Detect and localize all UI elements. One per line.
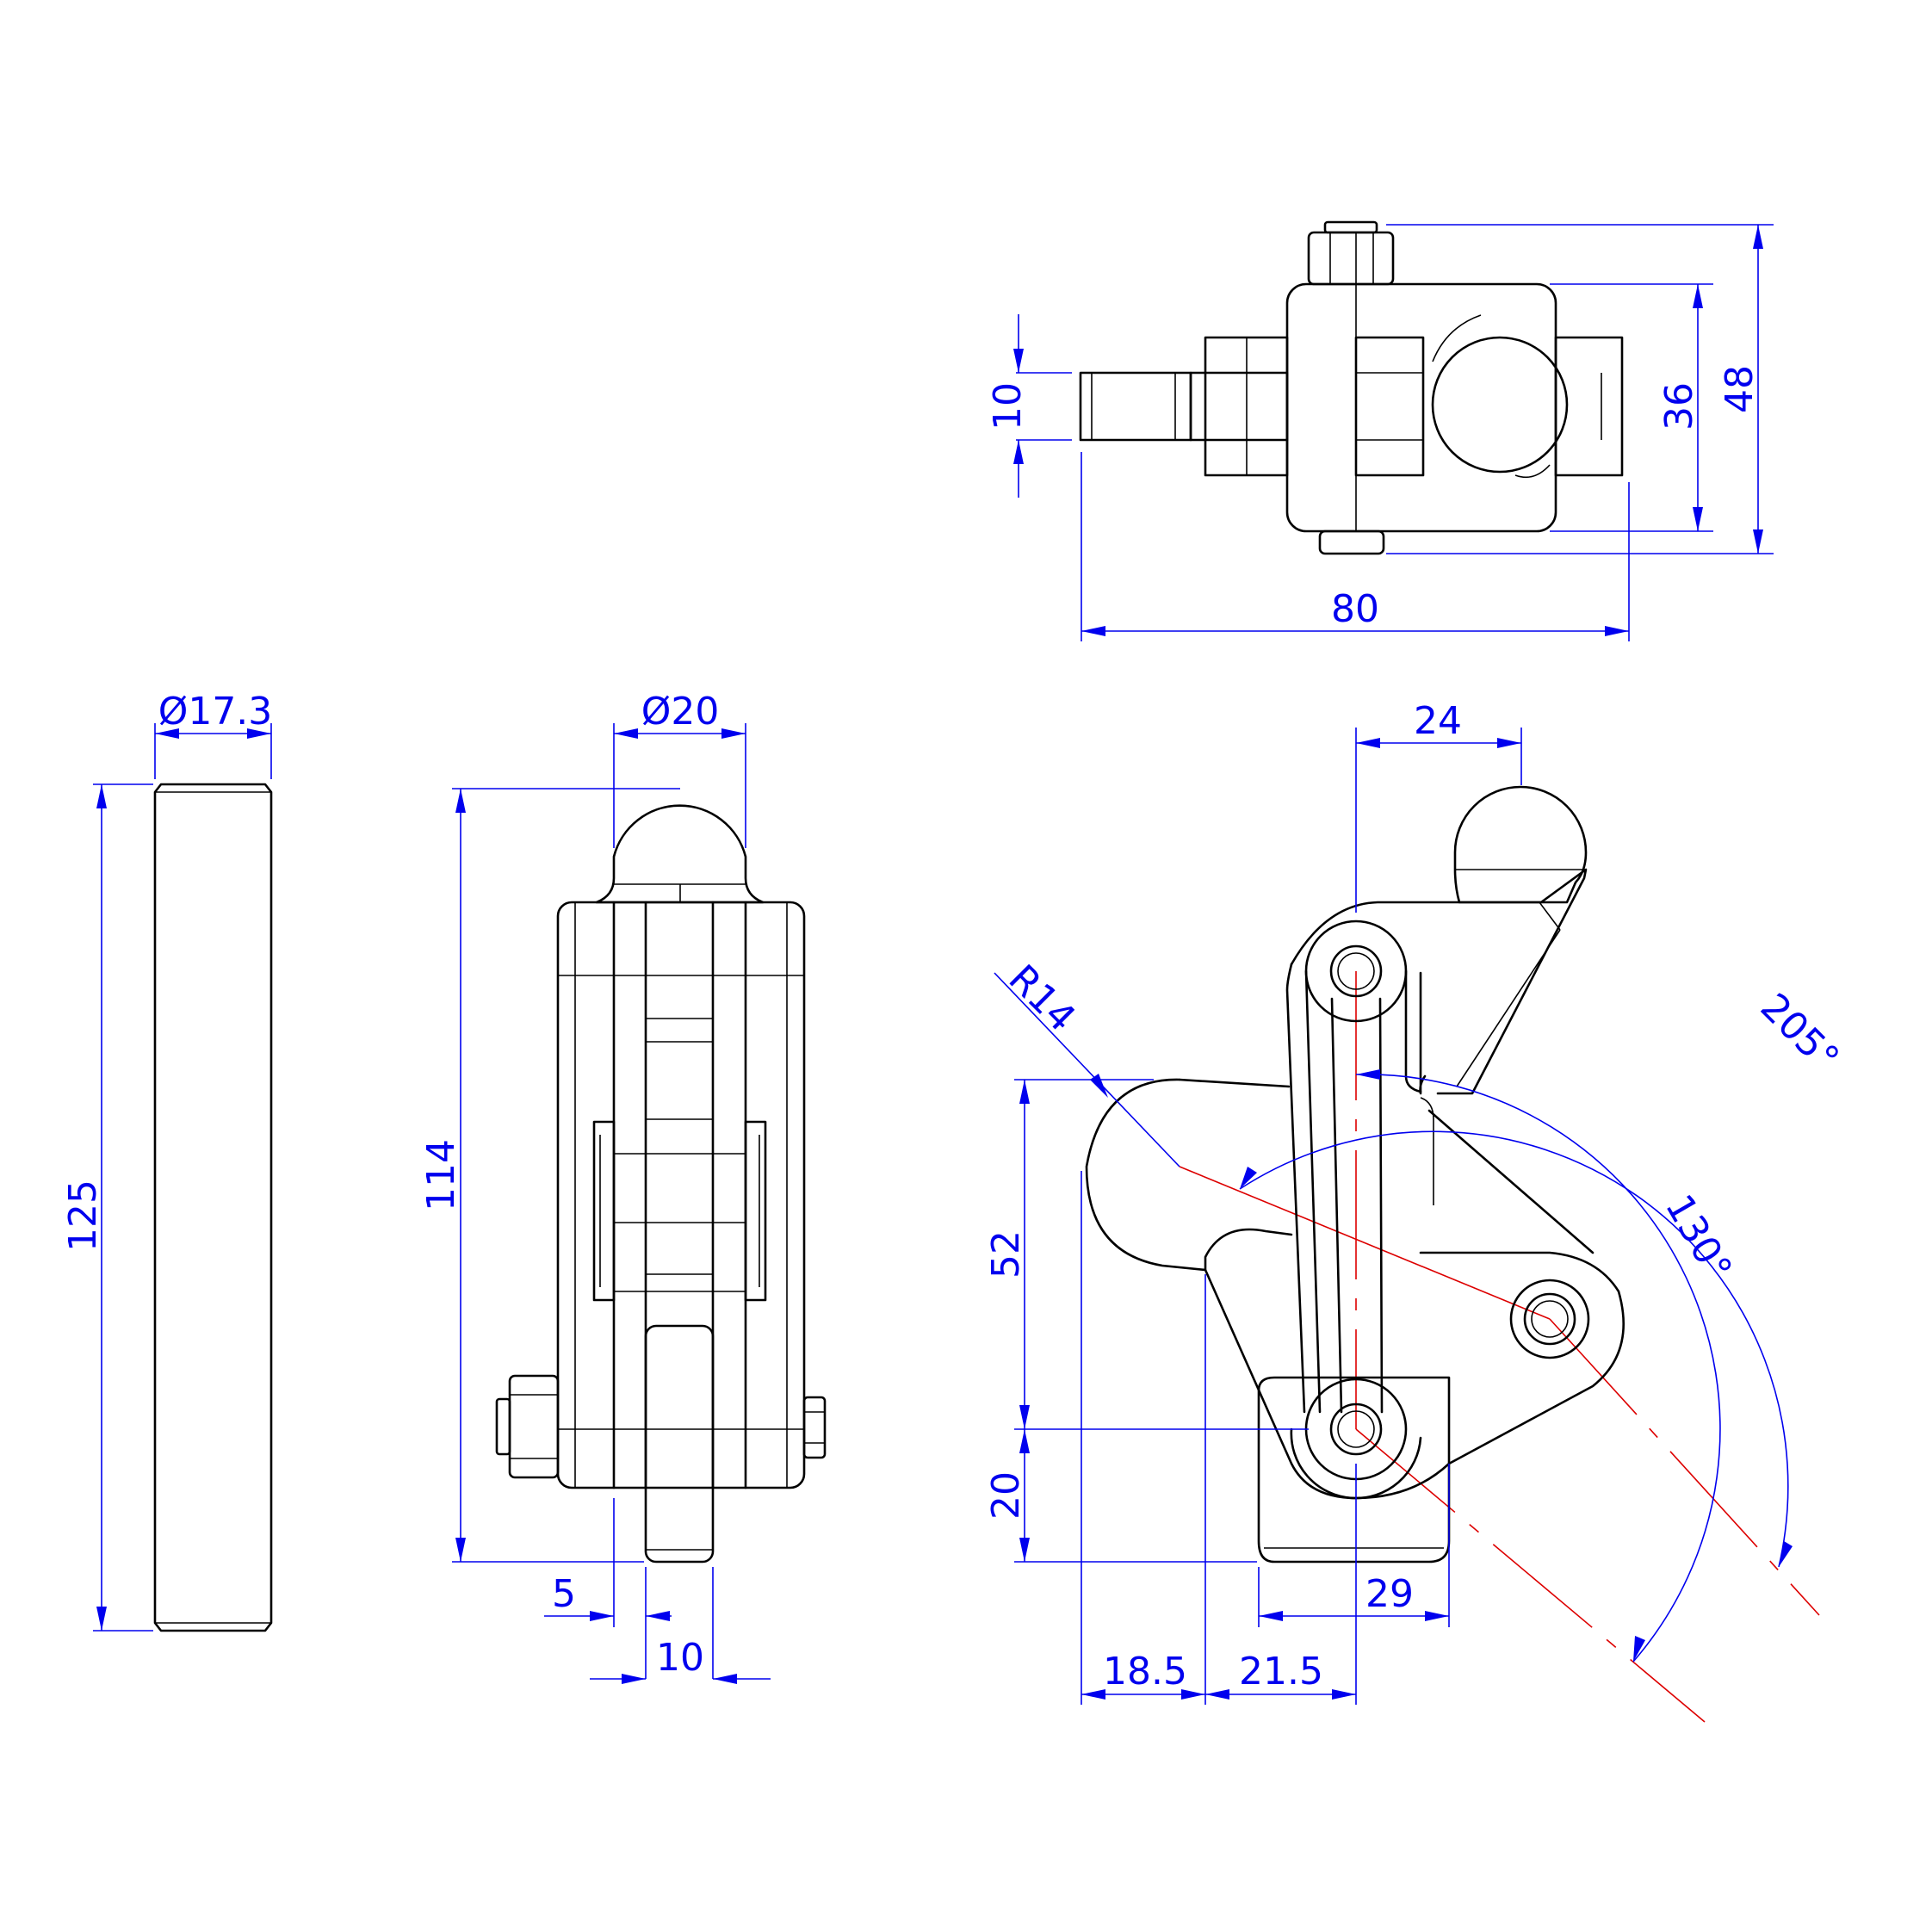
dim-text-dia-17-3: Ø17.3 bbox=[158, 690, 273, 734]
dim-text-21-5: 21.5 bbox=[1239, 1650, 1323, 1694]
front-view: Ø20 114 5 10 bbox=[419, 690, 827, 1684]
dim-text-18-5: 18.5 bbox=[1103, 1650, 1187, 1694]
dim-text-130: 130° bbox=[1656, 1187, 1740, 1288]
dimension-top-48: 48 bbox=[1386, 224, 1774, 554]
dim-text-24: 24 bbox=[1414, 699, 1462, 743]
rod-outline bbox=[153, 783, 273, 1632]
dim-text-36: 36 bbox=[1657, 382, 1701, 430]
dim-text-48: 48 bbox=[1718, 365, 1762, 413]
top-view-outline bbox=[1079, 220, 1624, 555]
dimension-side-20: 20 bbox=[984, 1429, 1257, 1563]
dimension-r14: R14 bbox=[994, 957, 1180, 1167]
center-lines bbox=[1179, 971, 1820, 1723]
dimension-side-24: 24 bbox=[1355, 699, 1522, 913]
dimension-top-36: 36 bbox=[1550, 283, 1713, 532]
dimension-rod-length: 125 bbox=[61, 783, 153, 1632]
dim-text-dia-20: Ø20 bbox=[641, 690, 720, 734]
dimension-rod-diameter: Ø17.3 bbox=[154, 690, 273, 779]
dimension-side-29: 29 bbox=[1258, 1464, 1450, 1627]
dim-text-5: 5 bbox=[552, 1572, 576, 1616]
dimension-top-80: 80 bbox=[1081, 452, 1630, 641]
side-view-outline bbox=[1085, 785, 1625, 1564]
dimension-side-52: 52 bbox=[984, 1079, 1309, 1430]
dim-text-52: 52 bbox=[984, 1230, 1028, 1279]
dimension-front-114: 114 bbox=[419, 788, 680, 1563]
dim-text-10: 10 bbox=[986, 382, 1030, 430]
rod-view: Ø17.3 125 bbox=[61, 690, 273, 1632]
dimension-top-10: 10 bbox=[986, 314, 1072, 498]
dim-text-205: 205° bbox=[1752, 985, 1848, 1081]
dim-text-114: 114 bbox=[419, 1139, 463, 1211]
dim-text-20: 20 bbox=[984, 1471, 1028, 1520]
dimension-front-dia-20: Ø20 bbox=[613, 690, 746, 848]
dim-text-29: 29 bbox=[1365, 1572, 1414, 1616]
top-view: 10 36 48 80 bbox=[986, 220, 1774, 641]
dimension-front-10: 10 bbox=[590, 1567, 771, 1684]
dim-text-r14: R14 bbox=[1000, 957, 1084, 1040]
dimension-front-5: 5 bbox=[544, 1498, 672, 1679]
dim-text-80: 80 bbox=[1331, 587, 1379, 631]
side-view: 205° 130° R14 24 52 bbox=[984, 699, 1848, 1723]
dim-text-10-front: 10 bbox=[656, 1636, 704, 1680]
dim-text-125: 125 bbox=[61, 1180, 105, 1252]
front-view-outline bbox=[495, 804, 827, 1564]
dimension-side-18-5-21-5: 18.5 21.5 bbox=[1081, 1171, 1357, 1705]
angle-arcs: 205° 130° bbox=[1239, 985, 1848, 1663]
